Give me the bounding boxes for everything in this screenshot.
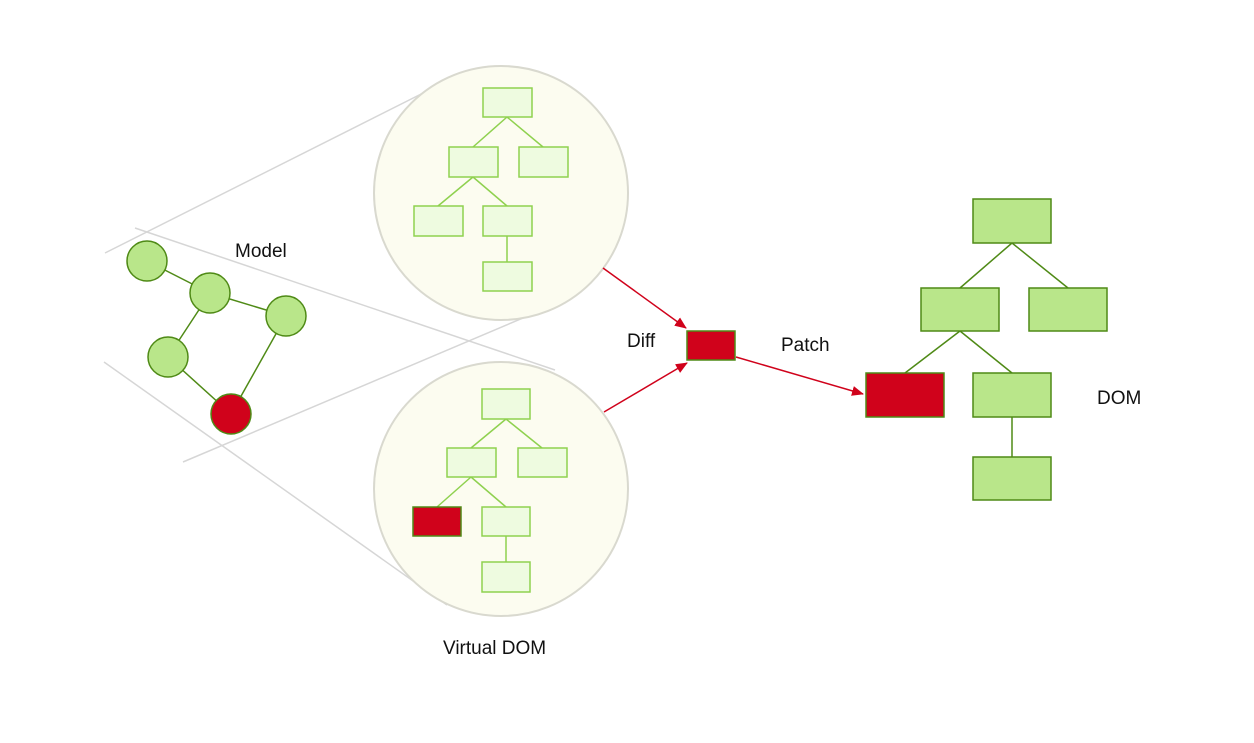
vdom-node	[517, 447, 568, 478]
diff-arrows	[602, 267, 864, 413]
zoom-bubble	[373, 65, 629, 321]
dom-node	[972, 372, 1052, 418]
vdom-node	[481, 388, 531, 420]
projection-line	[182, 295, 576, 463]
dom-node	[972, 198, 1052, 244]
projection-line	[134, 227, 556, 371]
diff-arrow-from-new	[603, 362, 688, 413]
vdom-edge	[437, 176, 474, 207]
dom-node	[1028, 287, 1108, 332]
model-node-changed	[210, 393, 252, 435]
zoom-bubble	[373, 361, 629, 617]
dom-label: DOM	[1097, 388, 1141, 409]
vdom-node	[413, 205, 464, 237]
dom-edge	[959, 242, 1013, 289]
vdom-node	[481, 506, 531, 537]
vdom-edge	[470, 476, 507, 508]
vdom-edge	[505, 418, 543, 449]
dom-edge	[1011, 242, 1069, 289]
vdom-edge	[436, 476, 472, 508]
diff-arrow-from-old	[602, 267, 687, 329]
projection-line	[103, 361, 448, 606]
real-dom-tree	[865, 198, 1108, 501]
dom-node	[920, 287, 1000, 332]
dom-edge	[904, 330, 961, 374]
model-node	[126, 240, 168, 282]
vdom-node	[518, 146, 569, 178]
projection-lines	[103, 76, 576, 606]
patch-label: Patch	[781, 335, 830, 356]
diff-result-box	[686, 330, 736, 361]
vdom-node	[446, 447, 497, 478]
projection-line	[104, 76, 456, 254]
model-node	[147, 336, 189, 378]
vdom-node	[482, 87, 533, 118]
model-node	[265, 295, 307, 337]
dom-edge	[959, 330, 1013, 374]
virtual-dom-label: Virtual DOM	[443, 638, 546, 659]
virtual-dom-new-bubble	[373, 361, 629, 617]
model-node	[189, 272, 231, 314]
dom-node	[972, 456, 1052, 501]
vdom-node	[481, 561, 531, 593]
vdom-node	[482, 261, 533, 292]
model-graph	[126, 240, 307, 435]
vdom-edge	[472, 116, 508, 148]
model-label: Model	[235, 241, 287, 262]
vdom-node-changed	[412, 506, 462, 537]
vdom-node	[448, 146, 499, 178]
vdom-edge	[506, 116, 544, 148]
dom-node-patched	[865, 372, 945, 418]
vdom-edge	[472, 176, 508, 207]
vdom-edge	[470, 418, 507, 449]
patch-arrow	[735, 356, 864, 396]
virtual-dom-old-bubble	[373, 65, 629, 321]
vdom-node	[482, 205, 533, 237]
diff-label: Diff	[627, 331, 656, 352]
